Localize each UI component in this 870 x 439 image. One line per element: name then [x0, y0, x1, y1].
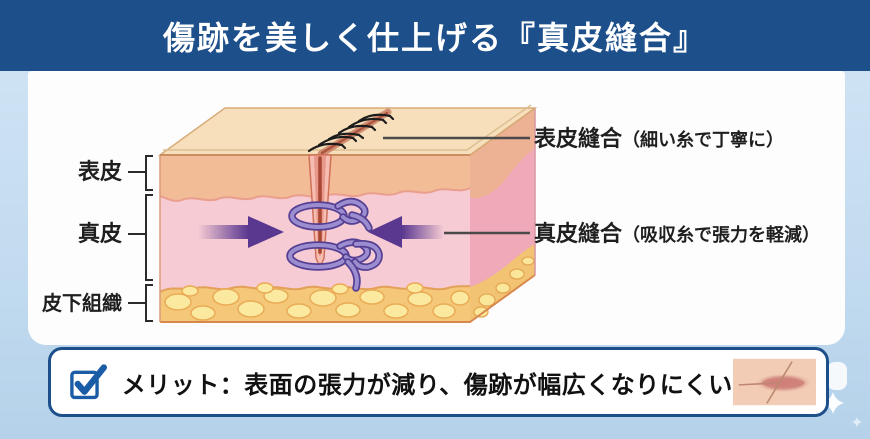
page-title: 傷跡を美しく仕上げる『真皮縫合』 — [162, 19, 707, 56]
annotation-sub: （吸収糸で張力を軽減） — [622, 225, 821, 245]
layer-label-epidermis: 表皮 — [77, 159, 122, 184]
checkbox-checked-icon — [70, 364, 107, 400]
white-blob-decor — [827, 362, 847, 390]
annotation-sub: （細い糸で丁寧に） — [622, 130, 785, 150]
annotation-epidermal-suture: 表皮縫合（細い糸で丁寧に） — [534, 125, 784, 154]
healed-scar-image — [732, 358, 816, 406]
annotation-main: 表皮縫合 — [534, 126, 623, 151]
layer-label-dermis: 真皮 — [77, 221, 122, 246]
merit-text: メリット：表面の張力が減り、傷跡が幅広くなりにくい — [121, 371, 733, 399]
merit-box: メリット：表面の張力が減り、傷跡が幅広くなりにくい — [48, 347, 829, 417]
content-card — [28, 71, 845, 345]
header-bar: 傷跡を美しく仕上げる『真皮縫合』 — [0, 0, 870, 71]
layer-label-subcutaneous: 皮下組織 — [42, 293, 122, 315]
sparkle-icon — [852, 417, 862, 427]
annotation-dermal-suture: 真皮縫合（吸収糸で張力を軽減） — [534, 220, 820, 249]
annotation-main: 真皮縫合 — [534, 221, 623, 246]
